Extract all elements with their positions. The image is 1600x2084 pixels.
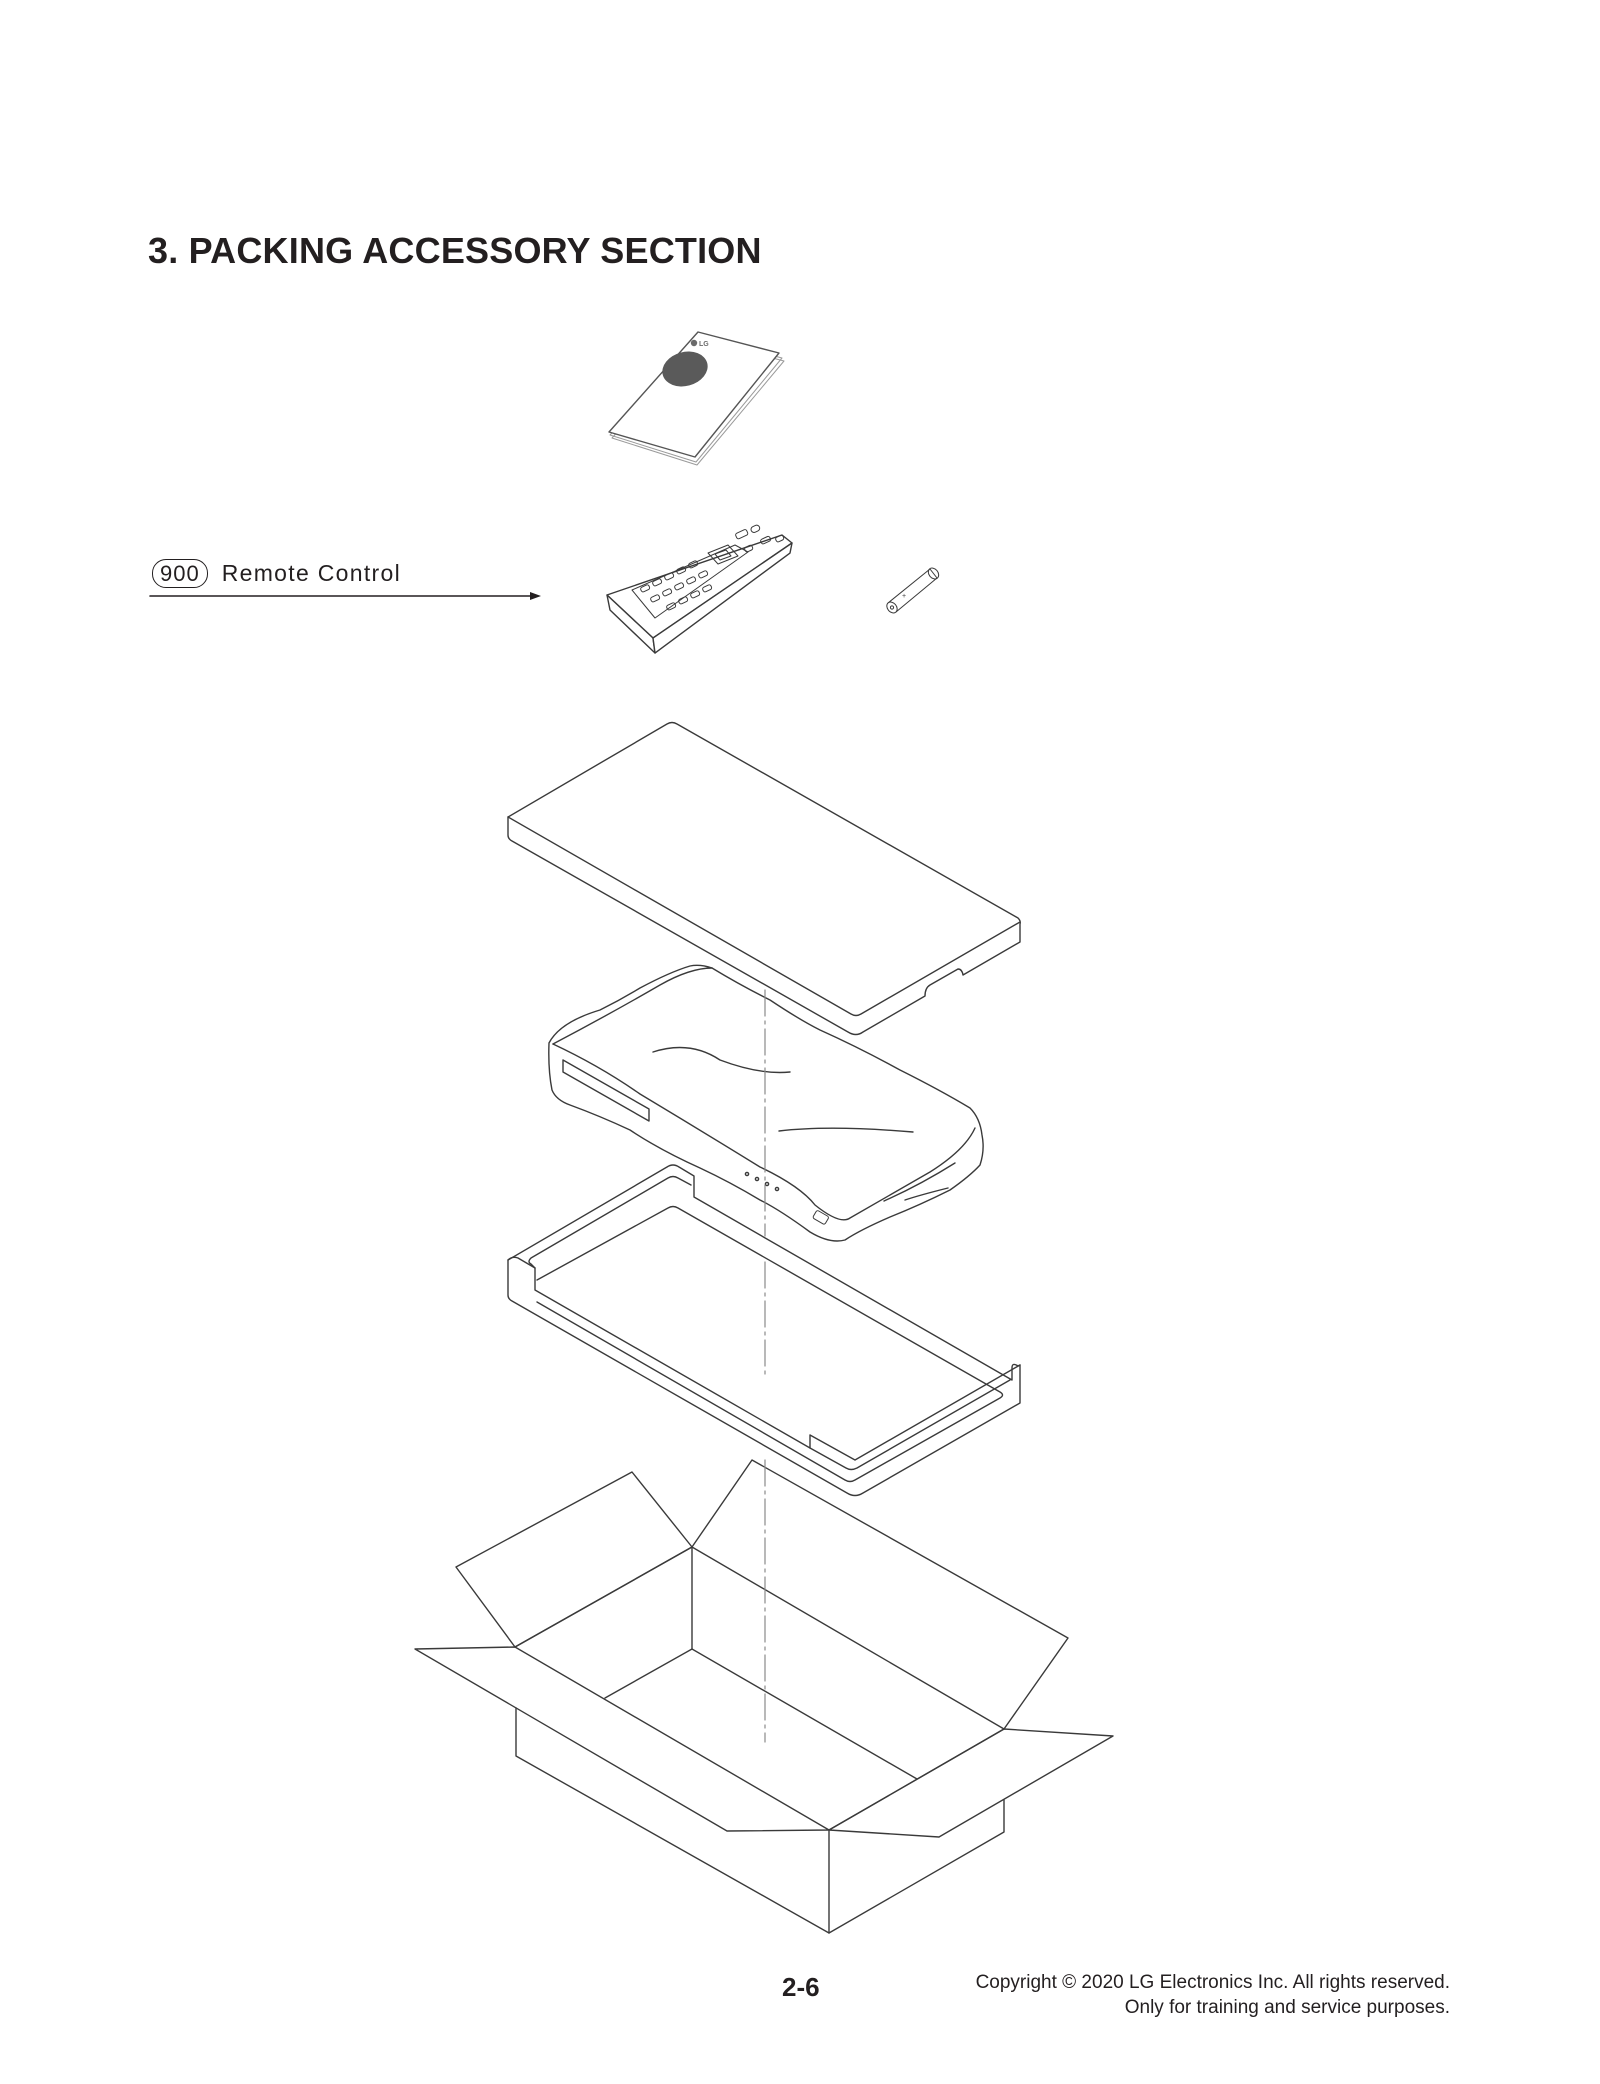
bottom-cushion-icon [507,1164,1021,1497]
page-number: 2-6 [782,1972,820,2002]
section-title: 3. PACKING ACCESSORY SECTION [148,230,762,271]
usage-notice-line: Only for training and service purposes. [1124,1997,1450,2018]
copyright-line: Copyright © 2020 LG Electronics Inc. All… [975,1972,1450,1993]
svg-text:LG: LG [699,341,709,348]
battery-icon: + [886,567,940,614]
svg-text:+: + [902,593,906,600]
copyright-notice: Copyright © 2020 LG Electronics Inc. All… [976,1970,1450,2020]
part-label: Remote Control [221,560,401,586]
top-cushion-icon [507,721,1021,1036]
wrapped-unit-icon [548,964,984,1242]
remote-control-icon [606,524,793,654]
part-number-badge: 900 [152,559,208,588]
manual-booklet-icon: LG [608,331,785,466]
callout-remote-control: 900 Remote Control [152,559,401,588]
carton-box-icon [414,1459,1114,1934]
leader-arrow-icon [149,592,541,600]
